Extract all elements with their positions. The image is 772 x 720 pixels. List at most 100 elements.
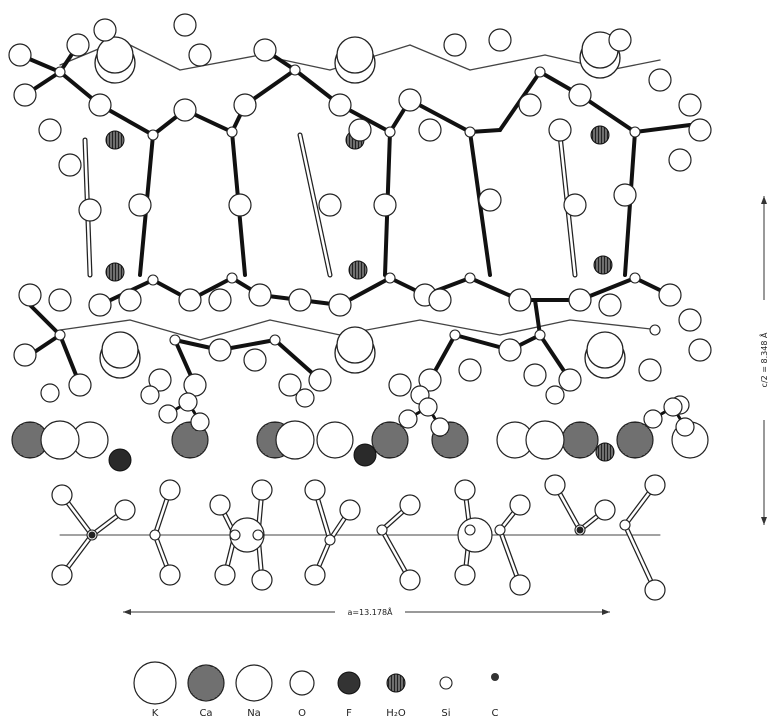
- legend-ca-label: Ca: [199, 708, 212, 719]
- legend-k-label: K: [152, 708, 159, 719]
- oxygen-atom: [454, 564, 476, 586]
- oxygen-atom: [188, 43, 212, 67]
- a-axis-label: a=13.178Å: [347, 606, 393, 617]
- oxygen-atom: [568, 83, 592, 107]
- sodium-atom: [525, 420, 565, 460]
- c-axis-dimension: c/2 = 8.348 Å: [758, 196, 769, 525]
- potassium-atom: [336, 36, 374, 74]
- silicon-atom: [289, 64, 301, 76]
- bond: [419, 319, 501, 336]
- oxygen-atom: [78, 198, 102, 222]
- oxygen-atom: [428, 288, 452, 312]
- silicon-atom: [147, 274, 159, 286]
- silicon-atom: [464, 524, 476, 536]
- oxygen-atom: [148, 368, 172, 392]
- bond: [623, 523, 657, 592]
- silicon-atom: [376, 524, 388, 536]
- oxygen-atom: [66, 33, 90, 57]
- water-molecule: [105, 130, 125, 150]
- bond: [129, 319, 201, 341]
- oxygen-atom: [523, 363, 547, 387]
- oxygen-atom: [178, 392, 198, 412]
- calcium-atom: [561, 421, 599, 459]
- bond: [569, 319, 661, 331]
- oxygen-atom: [678, 308, 702, 332]
- silicon-atom: [229, 529, 241, 541]
- bond: [179, 54, 261, 71]
- water-molecule: [595, 442, 615, 462]
- oxygen-atom: [178, 288, 202, 312]
- oxygen-atom: [13, 83, 37, 107]
- oxygen-atom: [304, 564, 326, 586]
- oxygen-atom: [173, 98, 197, 122]
- water-molecule: [590, 125, 610, 145]
- oxygen-atom: [128, 193, 152, 217]
- bond: [199, 319, 271, 341]
- oxygen-atom: [209, 494, 231, 516]
- oxygen-atom: [430, 417, 450, 437]
- silicon-atom: [324, 534, 336, 546]
- potassium-atom: [336, 326, 374, 364]
- legend-c-label: C: [492, 708, 499, 719]
- silicon-atom: [619, 519, 631, 531]
- silicon-atom: [629, 272, 641, 284]
- bond: [533, 298, 542, 337]
- legend-c: C: [491, 673, 499, 719]
- carbon-atom: [88, 531, 96, 539]
- silicon-atom: [147, 129, 159, 141]
- bond: [609, 59, 661, 71]
- legend-ca: Ca: [187, 664, 225, 719]
- legend-f-label: F: [346, 708, 352, 719]
- oxygen-atom: [304, 479, 326, 501]
- framework-structure: [8, 13, 712, 601]
- silicon-atom: [649, 324, 661, 336]
- silicon-atom: [384, 126, 396, 138]
- oxygen-atom: [308, 368, 332, 392]
- sodium-atom: [275, 420, 315, 460]
- oxygen-atom: [51, 484, 73, 506]
- oxygen-atom: [388, 373, 412, 397]
- oxygen-atom: [643, 409, 663, 429]
- carbon-atom: [576, 526, 584, 534]
- oxygen-atom: [454, 479, 476, 501]
- sodium-atom: [40, 420, 80, 460]
- oxygen-atom: [648, 68, 672, 92]
- silicon-atom: [252, 529, 264, 541]
- silicon-atom: [494, 524, 506, 536]
- oxygen-atom: [38, 118, 62, 142]
- oxygen-atom: [548, 118, 572, 142]
- oxygen-atom: [8, 43, 32, 67]
- oxygen-atom: [498, 338, 522, 362]
- oxygen-atom: [51, 564, 73, 586]
- oxygen-atom: [399, 569, 421, 591]
- bond: [409, 44, 471, 71]
- oxygen-atom: [233, 93, 257, 117]
- water-molecule: [348, 260, 368, 280]
- oxygen-atom: [93, 18, 117, 42]
- oxygen-atom: [173, 13, 197, 37]
- oxygen-atom: [508, 288, 532, 312]
- oxygen-atom: [159, 564, 181, 586]
- oxygen-atom: [118, 288, 142, 312]
- oxygen-atom: [418, 397, 438, 417]
- oxygen-atom: [509, 494, 531, 516]
- oxygen-atom: [140, 385, 160, 405]
- potassium-atom: [101, 331, 139, 369]
- oxygen-atom: [563, 193, 587, 217]
- oxygen-atom: [598, 293, 622, 317]
- silicon-atom: [226, 272, 238, 284]
- oxygen-atom: [214, 564, 236, 586]
- oxygen-atom: [251, 569, 273, 591]
- potassium-atom: [96, 36, 134, 74]
- fluorine-atom: [353, 443, 377, 467]
- oxygen-atom: [399, 494, 421, 516]
- oxygen-atom: [288, 288, 312, 312]
- legend: K Ca Na O F H₂O Si C: [133, 661, 499, 719]
- oxygen-atom: [478, 188, 502, 212]
- oxygen-atom: [253, 38, 277, 62]
- oxygen-atom: [594, 499, 616, 521]
- oxygen-atom: [243, 348, 267, 372]
- oxygen-atom: [208, 338, 232, 362]
- oxygen-atom: [88, 293, 112, 317]
- legend-o: O: [289, 670, 315, 719]
